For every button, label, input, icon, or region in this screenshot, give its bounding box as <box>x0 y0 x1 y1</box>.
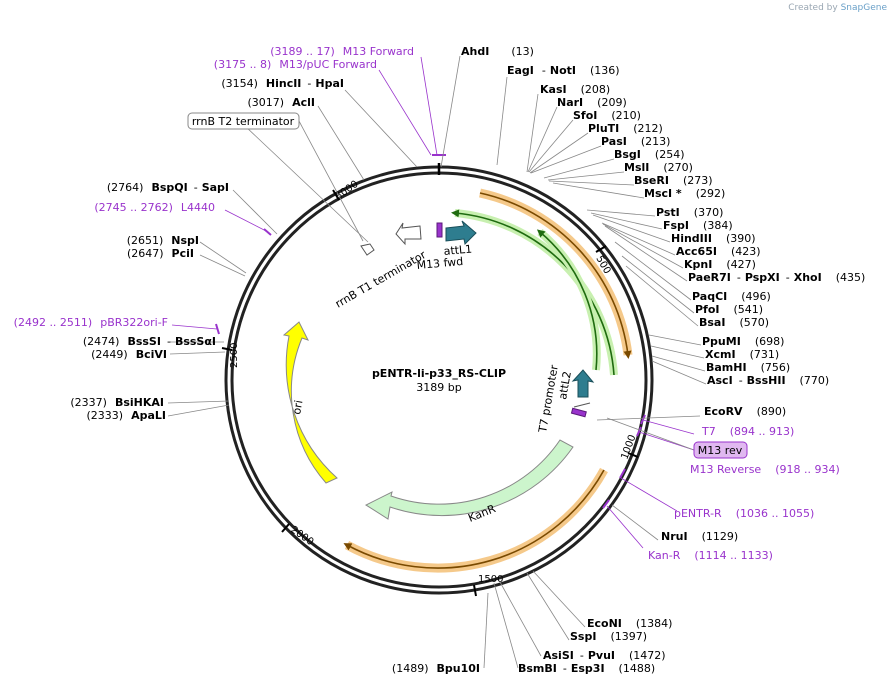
ori-label: ori <box>290 399 305 415</box>
site-nrui: NruI(1129) <box>661 530 738 543</box>
site-bsssi: (2474)BssSI-BssSαI <box>83 335 216 348</box>
m13rev-leader <box>606 417 695 451</box>
site-sspi: SspI(1397) <box>570 630 647 643</box>
site-kasi: KasI(208) <box>540 83 610 96</box>
tick-mark-1500 <box>473 584 477 597</box>
primer-t7: T7(894 .. 913) <box>701 425 794 438</box>
site-hincii: (3154)HincII-HpaI <box>221 77 344 90</box>
tick-1500: 1500 <box>478 574 503 585</box>
m13fwd-marker <box>436 222 443 238</box>
primer-m13-forward: (3189 .. 17)M13 Forward <box>270 45 414 58</box>
site-psti: PstI(370) <box>656 206 723 219</box>
tick-mark-2000 <box>281 523 290 533</box>
rrnb-t1-arrow <box>395 222 422 246</box>
site-bsihkai: (2337)BsiHKAI <box>70 396 164 409</box>
site-acc65i: Acc65I(423) <box>676 245 761 258</box>
rrnb-t2-label: rrnB T2 terminator <box>192 115 295 128</box>
m13rev-box: M13 rev <box>693 441 748 459</box>
site-apali: (2333)ApaLI <box>87 409 167 422</box>
site-ppumi: PpuMI(698) <box>702 335 784 348</box>
m13rev-marker <box>570 407 587 418</box>
rrnb-t2-box: rrnB T2 terminator <box>187 112 300 130</box>
leader-lines-right <box>440 55 707 669</box>
tick-3000: 3000 <box>333 179 360 203</box>
rrnb-t1-label: rrnB T1 terminator <box>333 248 429 311</box>
rrnb-t2-arrow <box>360 243 375 256</box>
attl1-label: attL1 <box>443 243 473 258</box>
primer-pbr322ori-f: (2492 .. 2511)pBR322ori-F <box>14 316 168 329</box>
tick-mark-1000 <box>627 452 639 458</box>
kanr-feature <box>364 439 574 520</box>
snapgene-credit: Created by SnapGene <box>788 3 887 13</box>
site-ahdi: AhdI(13) <box>461 45 534 58</box>
primer-m13-reverse: M13 Reverse(918 .. 934) <box>690 463 840 476</box>
m13rev-label: M13 rev <box>698 444 743 457</box>
tick-2500: 2500 <box>229 343 240 368</box>
credit-brand: SnapGene <box>840 3 887 13</box>
site-paqci: PaqCI(496) <box>692 290 771 303</box>
site-labels-left: (3154)HincII-HpaI (3017)AclI (2764)BspQI… <box>70 77 480 675</box>
primer-marks <box>215 154 646 509</box>
site-msli: MslI(270) <box>624 161 693 174</box>
site-kpni: KpnI(427) <box>684 258 756 271</box>
site-bseri: BseRI(273) <box>634 174 713 187</box>
site-eagi: EagI-NotI(136) <box>507 64 620 77</box>
site-bpu10i: (1489)Bpu10I <box>392 662 480 675</box>
primer-m13-puc-forward: (3175 .. 8)M13/pUC Forward <box>214 58 377 71</box>
site-acli: (3017)AclI <box>248 96 315 109</box>
orange-arc-1 <box>479 192 632 359</box>
orange-arc-2 <box>343 469 605 569</box>
site-bsgi: BsgI(254) <box>614 148 685 161</box>
site-pluti: PluTI(212) <box>588 122 663 135</box>
site-bspqi: (2764)BspQI-SapI <box>107 181 229 194</box>
site-asci: AscI-BssHII(770) <box>707 374 829 387</box>
site-hindiii: HindIII(390) <box>671 232 756 245</box>
t7-promoter-mark <box>573 402 591 408</box>
site-xcmi: XcmI(731) <box>705 348 779 361</box>
primer-kan-r: Kan-R(1114 .. 1133) <box>648 549 773 562</box>
site-bsmbi: BsmBI-Esp3I(1488) <box>518 662 655 675</box>
site-pfoi: PfoI(541) <box>695 303 763 316</box>
tick-mark-2500 <box>221 347 233 351</box>
green-arc-2 <box>536 229 598 371</box>
ori-feature <box>282 321 338 484</box>
site-nari: NarI(209) <box>557 96 627 109</box>
site-bamhi: BamHI(756) <box>706 361 790 374</box>
primer-pentr-r: pENTR-R(1036 .. 1055) <box>674 507 814 520</box>
attl1-arrow <box>445 220 477 246</box>
site-msci: MscI *(292) <box>644 187 725 200</box>
site-sfoi: SfoI(210) <box>573 109 641 122</box>
rrnb-t2-leader <box>298 120 364 242</box>
site-ecorv: EcoRV(890) <box>704 405 786 418</box>
primer-l4440: (2745 .. 2762)L4440 <box>94 201 215 214</box>
tick-mark-3000 <box>332 189 340 201</box>
site-labels-right: AhdI(13) EagI-NotI(136) KasI(208) NarI(2… <box>461 45 865 675</box>
site-paer7i: PaeR7I-PspXI-XhoI(435) <box>688 271 865 284</box>
credit-prefix: Created by <box>788 3 838 13</box>
plasmid-name: pENTR-li-p33_RS-CLIP <box>372 367 506 380</box>
tick-mark-500 <box>595 245 607 253</box>
site-pcii: (2647)PciI <box>127 247 194 260</box>
leader-lines-primer <box>171 56 695 549</box>
primer-labels: (3189 .. 17)M13 Forward (3175 .. 8)M13/p… <box>14 45 840 562</box>
site-asisi: AsiSI-PvuI(1472) <box>543 649 666 662</box>
attl2-arrow <box>571 369 595 398</box>
site-econi: EcoNI(1384) <box>587 617 672 630</box>
site-pasi: PasI(213) <box>601 135 670 148</box>
green-arc-1 <box>451 209 615 376</box>
site-bsai: BsaI(570) <box>699 316 769 329</box>
site-bcivi: (2449)BciVI <box>91 348 167 361</box>
leader-lines-left <box>167 89 489 669</box>
m13fwd-label: M13 fwd <box>416 255 464 272</box>
site-nspi: (2651)NspI <box>127 234 199 247</box>
attl2-label: attL2 <box>556 370 574 400</box>
plasmid-size: 3189 bp <box>416 381 461 394</box>
site-fspi: FspI(384) <box>663 219 733 232</box>
